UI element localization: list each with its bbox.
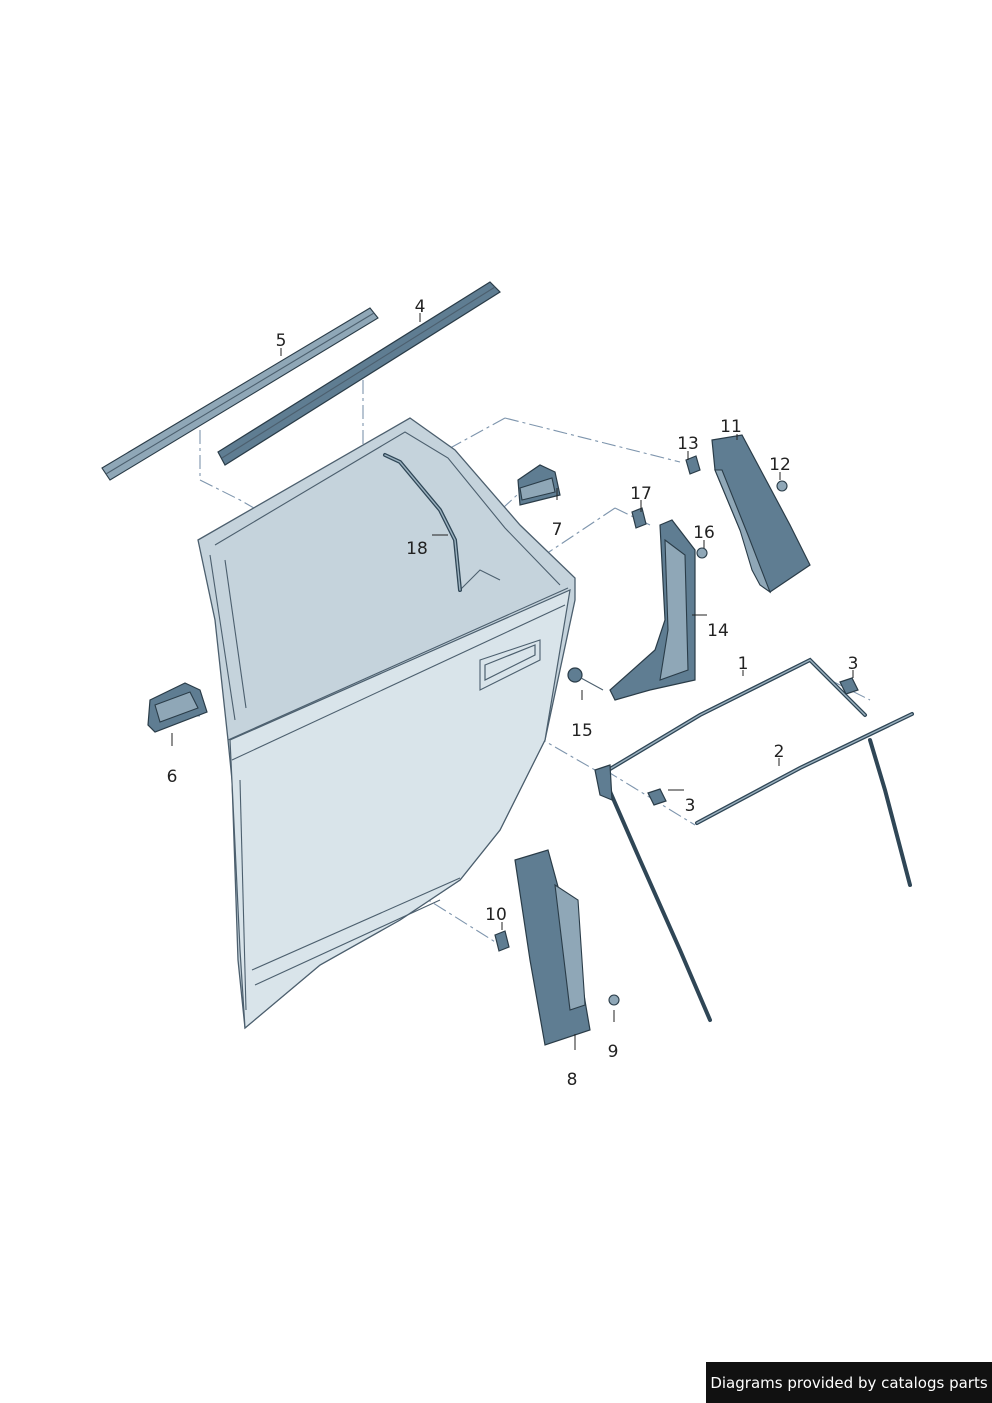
callout-14: 14: [707, 621, 729, 641]
callout-5: 5: [276, 331, 287, 351]
part-10-clip: [494, 930, 510, 952]
callout-3-b: 3: [685, 796, 696, 816]
part-18-window-seal: [383, 453, 462, 592]
part-6-bracket: [147, 682, 208, 733]
callout-16: 16: [693, 523, 715, 543]
callout-7: 7: [552, 520, 563, 540]
callout-6: 6: [167, 767, 178, 787]
door-shell: [197, 417, 576, 1030]
callout-1: 1: [738, 654, 749, 674]
part-9-screw: [608, 994, 620, 1006]
part-2-moulding: [695, 712, 914, 825]
attribution-text: Diagrams provided by catalogs parts: [710, 1373, 988, 1392]
part-17-clip: [631, 507, 647, 529]
callout-12: 12: [769, 455, 791, 475]
part-7-bracket: [517, 464, 561, 506]
part-3-clip-b: [647, 788, 667, 806]
part-13-clip: [685, 455, 701, 475]
part-1-window-frame: [594, 657, 912, 1022]
part-8-trim-panel: [514, 849, 591, 1046]
callout-2: 2: [774, 742, 785, 762]
callout-11: 11: [720, 417, 742, 437]
part-11-trim-panel: [711, 434, 811, 594]
attribution-banner: Diagrams provided by catalogs parts: [706, 1362, 992, 1403]
callout-15: 15: [571, 721, 593, 741]
callout-4: 4: [415, 297, 426, 317]
part-12-screw: [776, 480, 788, 492]
part-5-inner-weatherstrip: [101, 307, 379, 481]
callout-10: 10: [485, 905, 507, 925]
callout-3-a: 3: [848, 654, 859, 674]
leader-lines: [171, 313, 854, 1050]
callout-labels: 1 2 3 3 4 5 6 7 8 9 10 11 12 13 14 15 16…: [167, 297, 859, 1090]
callout-9: 9: [608, 1042, 619, 1062]
callout-17: 17: [630, 484, 652, 504]
part-3-clip-a: [839, 677, 859, 695]
part-15-screw: [567, 667, 583, 683]
part-4-outer-weatherstrip: [217, 281, 501, 466]
part-14-trim-bracket: [609, 519, 696, 701]
part-16-screw: [696, 547, 708, 559]
callout-8: 8: [567, 1070, 578, 1090]
clips-and-screws: [494, 455, 859, 1006]
callout-13: 13: [677, 434, 699, 454]
callout-18: 18: [406, 539, 428, 559]
